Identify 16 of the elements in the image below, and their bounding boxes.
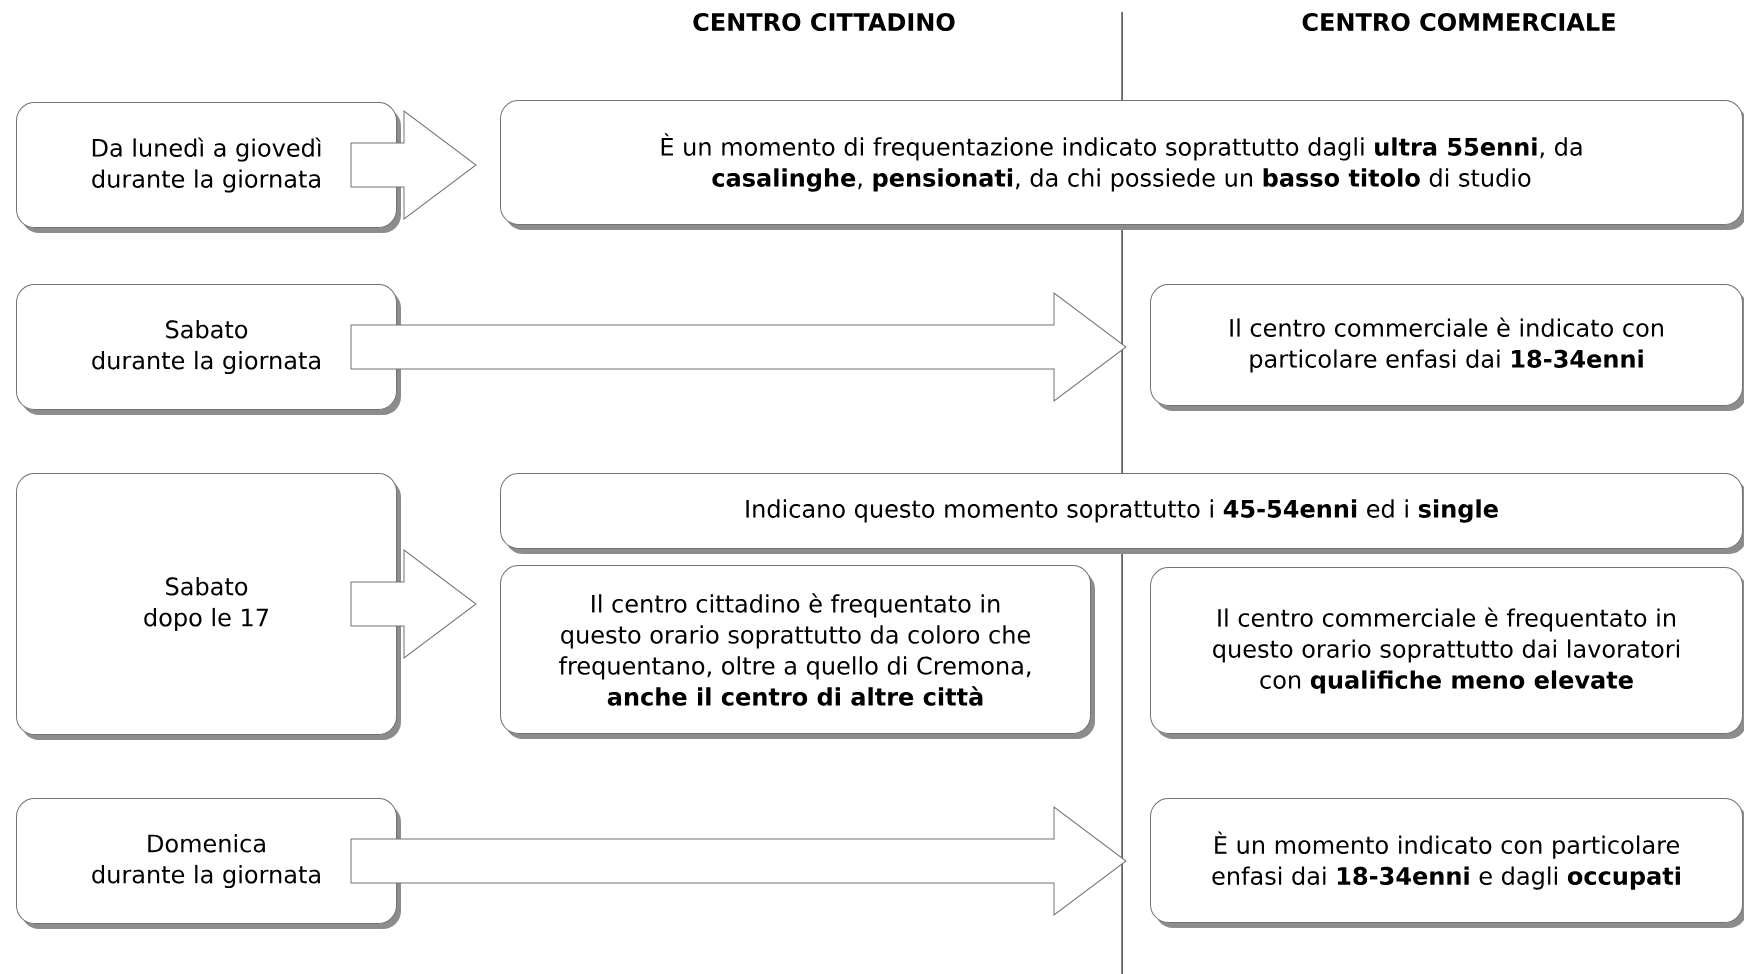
column-heading: CENTRO CITTADINO bbox=[693, 12, 955, 32]
block-arrow bbox=[350, 110, 477, 220]
block-arrow bbox=[350, 292, 1127, 402]
block-arrow bbox=[350, 549, 477, 659]
description-box: Indicano questo momento soprattutto i 45-54enni ed i single bbox=[500, 473, 1744, 554]
column-heading: CENTRO COMMERCIALE bbox=[1302, 12, 1615, 32]
time-box: Sabato dopo le 17 bbox=[16, 473, 401, 740]
description-box: Il centro commerciale è frequentato in questo orario soprattutto dai lavoratori con qualifiche meno elevate bbox=[1150, 567, 1744, 739]
block-arrow bbox=[350, 806, 1127, 916]
description-box: Il centro commerciale è indicato con particolare enfasi dai 18-34enni bbox=[1150, 284, 1744, 411]
description-box: È un momento di frequentazione indicato soprattutto dagli ultra 55enni, da casalinghe, pensionati, da chi possiede un basso titolo di studio bbox=[500, 100, 1744, 230]
description-box: Il centro cittadino è frequentato in questo orario soprattutto da coloro che frequentano, oltre a quello di Cremona, anche il centro di altre città bbox=[500, 565, 1095, 739]
description-box: È un momento indicato con particolare enfasi dai 18-34enni e dagli occupati bbox=[1150, 798, 1744, 928]
time-box: Da lunedì a giovedì durante la giornata bbox=[16, 102, 401, 233]
time-box: Domenica durante la giornata bbox=[16, 798, 401, 929]
time-box: Sabato durante la giornata bbox=[16, 284, 401, 415]
